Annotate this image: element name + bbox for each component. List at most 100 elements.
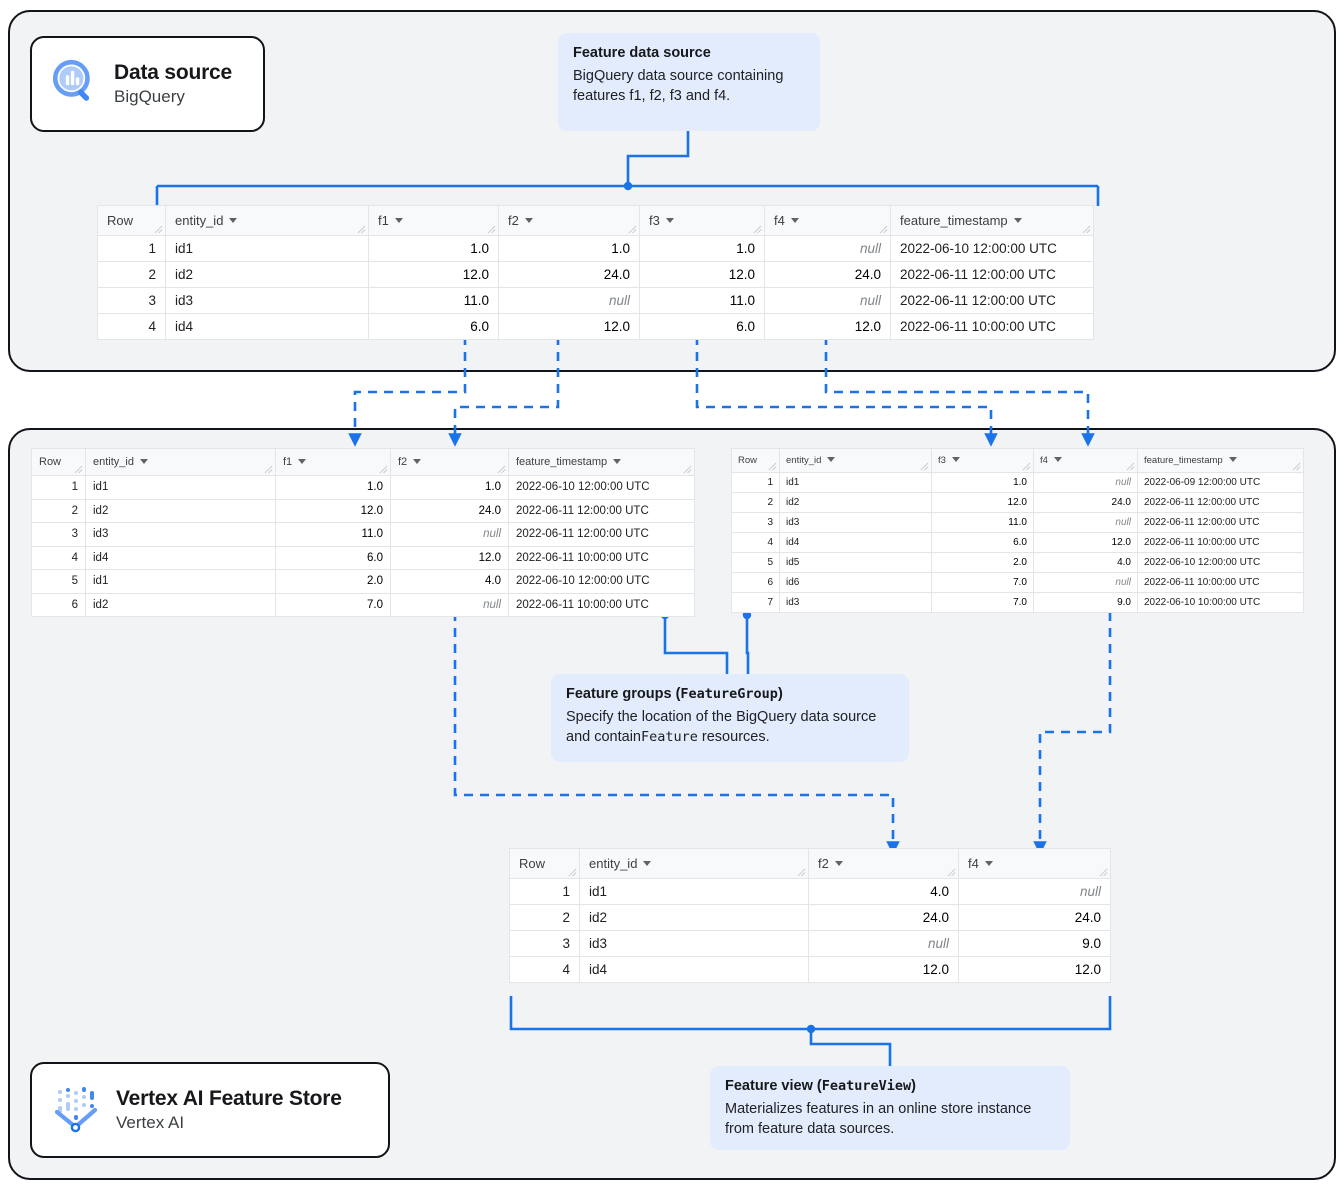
column-header-Row[interactable]: Row (97, 205, 166, 236)
column-header-entity_id[interactable]: entity_id (579, 848, 809, 879)
cell-f2-null: null (390, 592, 509, 617)
cell-f2: 24.0 (390, 498, 509, 523)
chevron-down-icon[interactable] (984, 861, 993, 867)
cell-feature-timestamp: 2022-06-11 10:00:00 UTC (1137, 572, 1304, 593)
cell-feature-timestamp: 2022-06-11 10:00:00 UTC (508, 592, 695, 617)
cell-feature-timestamp: 2022-06-09 12:00:00 UTC (1137, 472, 1304, 493)
column-header-f2[interactable]: f2 (498, 205, 640, 236)
column-header-f1[interactable]: f1 (275, 448, 391, 476)
cell-row-number: 2 (509, 904, 580, 931)
column-header-feature_timestamp[interactable]: feature_timestamp (1137, 448, 1304, 473)
cell-f3: 1.0 (931, 472, 1034, 493)
column-header-Row[interactable]: Row (31, 448, 86, 476)
cell-entity-id: id3 (779, 512, 932, 533)
feature-view-note-title-code: FeatureView (821, 1078, 912, 1094)
cell-f2: 24.0 (808, 904, 959, 931)
chevron-down-icon[interactable] (1053, 456, 1062, 462)
chevron-down-icon[interactable] (1228, 456, 1237, 462)
cell-f4: 12.0 (764, 313, 891, 340)
cell-feature-timestamp: 2022-06-11 12:00:00 UTC (890, 287, 1094, 314)
data-source-card-subtitle: BigQuery (114, 87, 185, 107)
chevron-down-icon[interactable] (524, 218, 533, 224)
cell-feature-timestamp: 2022-06-10 12:00:00 UTC (890, 235, 1094, 262)
cell-row-number: 2 (31, 498, 86, 523)
column-header-f4[interactable]: f4 (1033, 448, 1138, 473)
chevron-down-icon[interactable] (790, 218, 799, 224)
feature-groups-note-body-code: Feature (640, 728, 698, 745)
chevron-down-icon[interactable] (1013, 218, 1022, 224)
chevron-down-icon[interactable] (827, 456, 836, 462)
cell-entity-id: id2 (85, 498, 276, 523)
cell-f4: 4.0 (1033, 552, 1138, 573)
cell-f3: 6.0 (931, 532, 1034, 553)
chevron-down-icon[interactable] (413, 458, 422, 464)
column-header-f3[interactable]: f3 (931, 448, 1034, 473)
column-header-f2[interactable]: f2 (808, 848, 959, 879)
column-header-Row[interactable]: Row (509, 848, 580, 879)
cell-f2-null: null (390, 522, 509, 547)
column-header-entity_id[interactable]: entity_id (779, 448, 932, 473)
chevron-down-icon[interactable] (139, 458, 148, 464)
cell-row-number: 4 (31, 545, 86, 570)
cell-f2: 4.0 (808, 878, 959, 905)
column-header-f4[interactable]: f4 (958, 848, 1111, 879)
cell-entity-id: id4 (165, 313, 369, 340)
cell-f4-null: null (1033, 512, 1138, 533)
chevron-down-icon[interactable] (394, 218, 403, 224)
chevron-down-icon[interactable] (834, 861, 843, 867)
column-header-f1[interactable]: f1 (368, 205, 499, 236)
chevron-down-icon[interactable] (951, 456, 960, 462)
cell-row-number: 5 (731, 552, 780, 573)
cell-f4: 24.0 (958, 904, 1111, 931)
cell-f4-null: null (958, 878, 1111, 905)
feature-view-note-title: Feature view (FeatureView) (725, 1078, 1055, 1094)
cell-feature-timestamp: 2022-06-11 10:00:00 UTC (1137, 532, 1304, 553)
cell-f1: 6.0 (368, 313, 499, 340)
chevron-down-icon[interactable] (298, 458, 307, 464)
column-header-f3[interactable]: f3 (639, 205, 765, 236)
column-header-f2[interactable]: f2 (390, 448, 509, 476)
column-header-feature_timestamp[interactable]: feature_timestamp (890, 205, 1094, 236)
chevron-down-icon[interactable] (643, 861, 652, 867)
column-header-entity_id[interactable]: entity_id (165, 205, 369, 236)
feature-groups-note-title-code: FeatureGroup (680, 686, 778, 702)
cell-f2: 1.0 (390, 475, 509, 500)
chevron-down-icon[interactable] (229, 218, 238, 224)
cell-row-number: 2 (97, 261, 166, 288)
cell-row-number: 3 (31, 522, 86, 547)
cell-row-number: 1 (97, 235, 166, 262)
cell-f2: 12.0 (498, 313, 640, 340)
cell-feature-timestamp: 2022-06-10 10:00:00 UTC (1137, 592, 1304, 613)
feature-store-card-title: Vertex AI Feature Store (116, 1087, 342, 1111)
cell-f2: 4.0 (390, 569, 509, 594)
cell-entity-id: id2 (165, 261, 369, 288)
column-header-feature_timestamp[interactable]: feature_timestamp (508, 448, 695, 476)
chevron-down-icon[interactable] (665, 218, 674, 224)
cell-row-number: 2 (731, 492, 780, 513)
cell-f4-null: null (764, 287, 891, 314)
cell-entity-id: id1 (85, 475, 276, 500)
cell-feature-timestamp: 2022-06-10 12:00:00 UTC (508, 569, 695, 594)
chevron-down-icon[interactable] (613, 458, 622, 464)
column-header-Row[interactable]: Row (731, 448, 780, 473)
cell-f1: 11.0 (275, 522, 391, 547)
column-header-f4[interactable]: f4 (764, 205, 891, 236)
cell-entity-id: id1 (779, 472, 932, 493)
column-header-entity_id[interactable]: entity_id (85, 448, 276, 476)
cell-f4: 9.0 (1033, 592, 1138, 613)
cell-feature-timestamp: 2022-06-11 12:00:00 UTC (508, 522, 695, 547)
cell-f3: 11.0 (639, 287, 765, 314)
cell-entity-id: id2 (579, 904, 809, 931)
